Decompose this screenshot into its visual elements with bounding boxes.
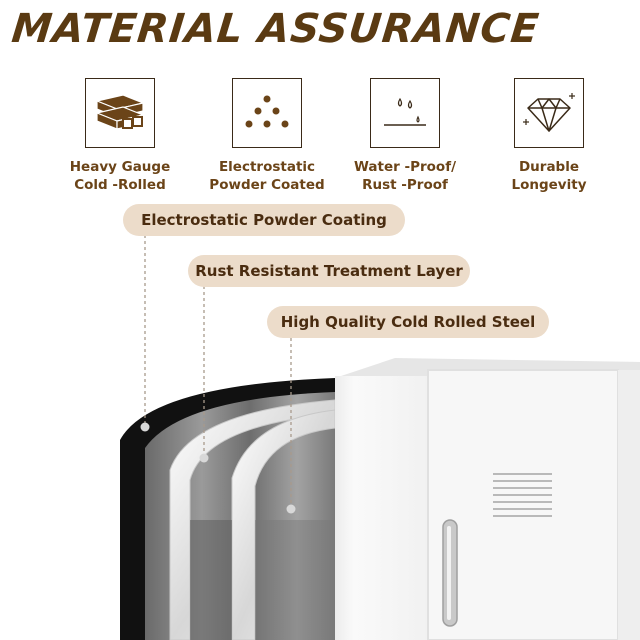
steel-bars-icon [94, 94, 146, 130]
powder-dots-icon [245, 95, 289, 128]
feature-caption-line1: Durable [518, 159, 580, 175]
label-cold-rolled-steel: High Quality Cold Rolled Steel [267, 306, 549, 338]
feature-heavy-gauge: Heavy Gauge Cold -Rolled [55, 78, 185, 194]
feature-caption-line2: Rust -Proof [362, 177, 448, 193]
feature-caption-line1: Electrostatic [218, 159, 316, 175]
leader-point [140, 422, 150, 432]
label-rust-resistant: Rust Resistant Treatment Layer [188, 255, 470, 287]
feature-icon-box [85, 78, 155, 148]
diamond-icon [523, 93, 575, 132]
leader-point [199, 453, 209, 463]
label-powder-coating: Electrostatic Powder Coating [123, 204, 405, 236]
vent-slots [493, 473, 552, 517]
feature-caption-line1: Water -Proof/ [354, 159, 456, 175]
feature-caption-line2: Longevity [511, 177, 587, 193]
feature-water-proof: Water -Proof/ Rust -Proof [340, 78, 470, 194]
feature-durable: Durable Longevity [484, 78, 614, 194]
cabinet-frame-right [618, 370, 640, 640]
feature-icon-box [370, 78, 440, 148]
feature-icon-box [232, 78, 302, 148]
feature-caption-line1: Heavy Gauge [69, 159, 171, 175]
leader-point [286, 504, 296, 514]
cabinet-side [335, 376, 428, 640]
water-drops-icon [384, 97, 426, 126]
feature-powder-coated: Electrostatic Powder Coated [202, 78, 332, 194]
feature-icon-box [514, 78, 584, 148]
feature-caption-line2: Powder Coated [209, 177, 325, 193]
feature-caption-line2: Cold -Rolled [74, 177, 166, 193]
cabinet-door [427, 369, 619, 640]
